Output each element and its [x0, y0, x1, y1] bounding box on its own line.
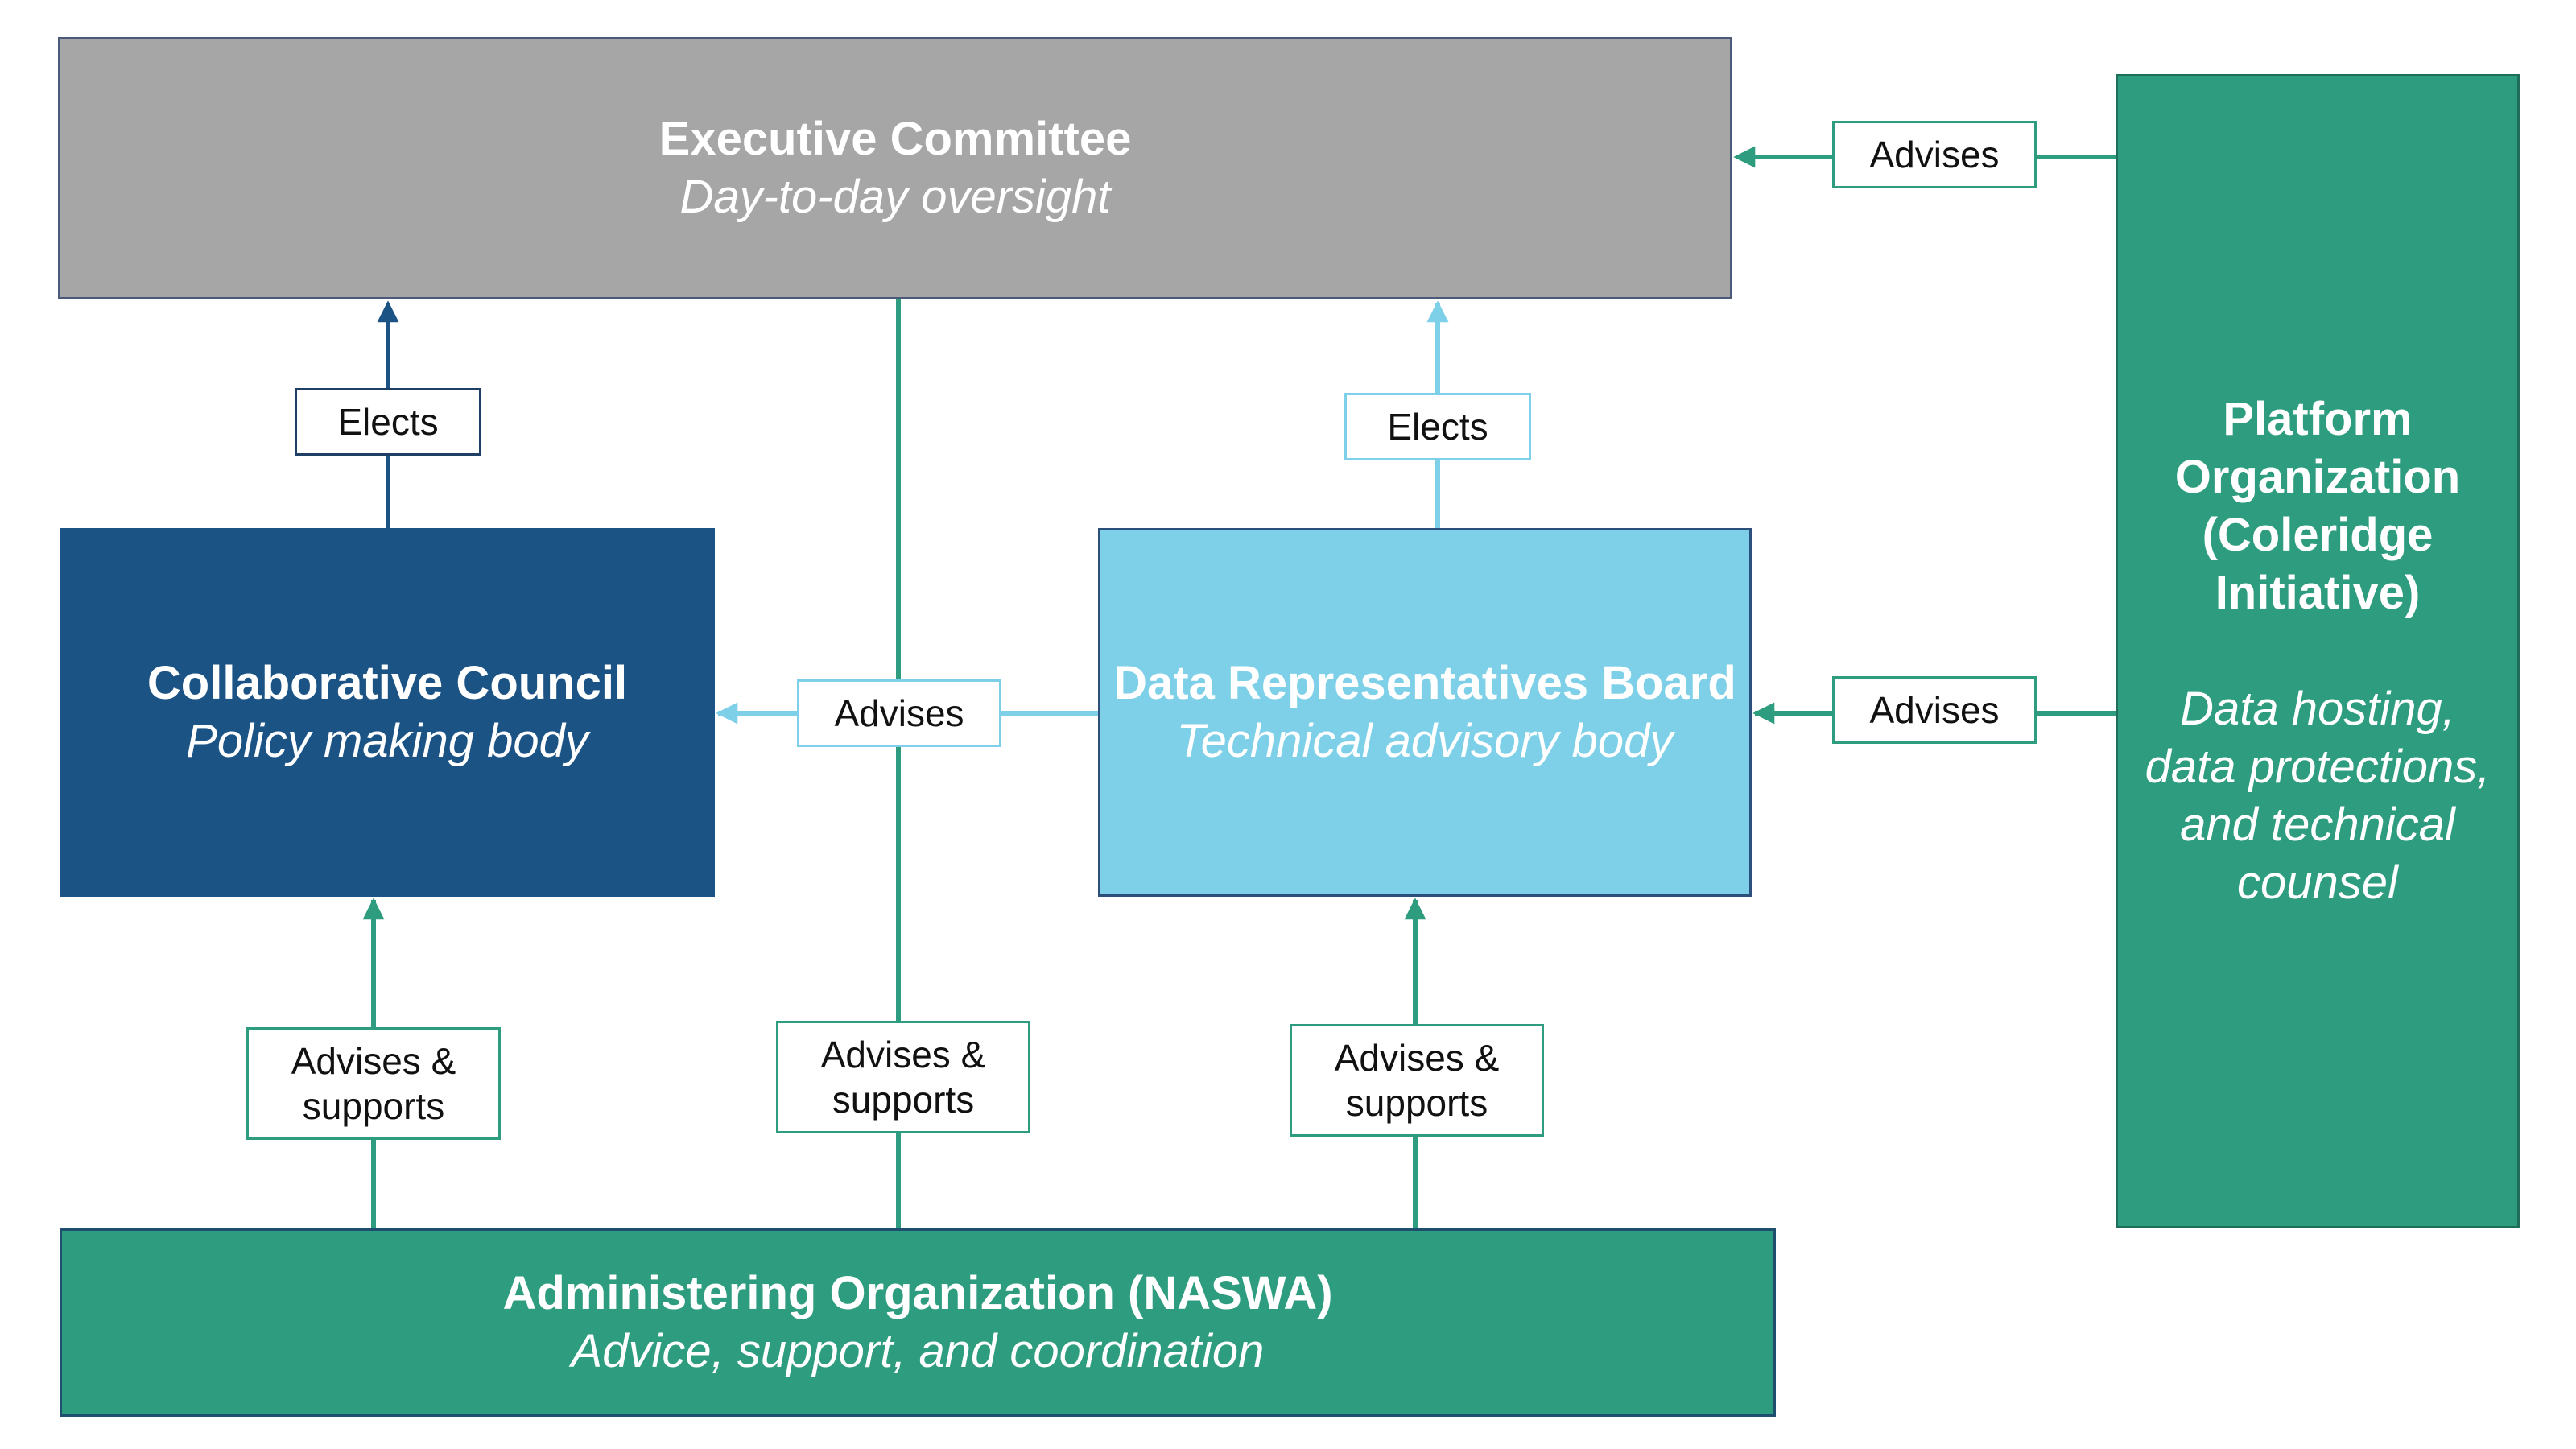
data-representatives-board-box: Data Representatives Board Technical adv…: [1098, 528, 1752, 897]
council-elects-label: Elects: [295, 388, 481, 456]
collaborative-council-box: Collaborative Council Policy making body: [60, 528, 715, 897]
platform-advises-exec-label: Advises: [1832, 121, 2037, 188]
admin-supports-exec-label-line2: supports: [832, 1079, 975, 1121]
admin-supports-exec-label: Advises & supports: [776, 1021, 1030, 1133]
data-representatives-board-subtitle: Technical advisory body: [1176, 715, 1674, 767]
executive-committee-subtitle: Day-to-day oversight: [679, 171, 1111, 223]
board-elects-label: Elects: [1344, 393, 1531, 460]
administering-organization-box: Administering Organization (NASWA) Advic…: [60, 1228, 1776, 1417]
admin-supports-council-label-line1: Advises &: [291, 1040, 456, 1082]
admin-supports-council-label-line2: supports: [302, 1085, 445, 1127]
platform-organization-subtitle: Data hosting, data protections, and tech…: [2145, 683, 2491, 909]
administering-organization-subtitle: Advice, support, and coordination: [571, 1325, 1265, 1377]
collaborative-council-subtitle: Policy making body: [186, 715, 588, 767]
executive-committee-title: Executive Committee: [658, 113, 1132, 165]
collaborative-council-title: Collaborative Council: [147, 657, 628, 709]
admin-supports-board-label: Advises & supports: [1290, 1024, 1544, 1137]
admin-supports-board-label-line2: supports: [1345, 1082, 1488, 1124]
executive-committee-box: Executive Committee Day-to-day oversight: [58, 37, 1732, 299]
admin-supports-exec-label-line1: Advises &: [820, 1034, 986, 1075]
admin-supports-board-label-line1: Advises &: [1334, 1037, 1500, 1079]
admin-supports-council-label: Advises & supports: [246, 1027, 501, 1140]
platform-advises-board-label: Advises: [1832, 676, 2037, 744]
board-advises-council-label: Advises: [797, 679, 1001, 747]
platform-organization-title: Platform Organization (Coleridge Initiat…: [2174, 393, 2461, 619]
data-representatives-board-title: Data Representatives Board: [1113, 657, 1736, 709]
platform-organization-box: Platform Organization (Coleridge Initiat…: [2116, 74, 2520, 1228]
administering-organization-title: Administering Organization (NASWA): [502, 1267, 1333, 1319]
